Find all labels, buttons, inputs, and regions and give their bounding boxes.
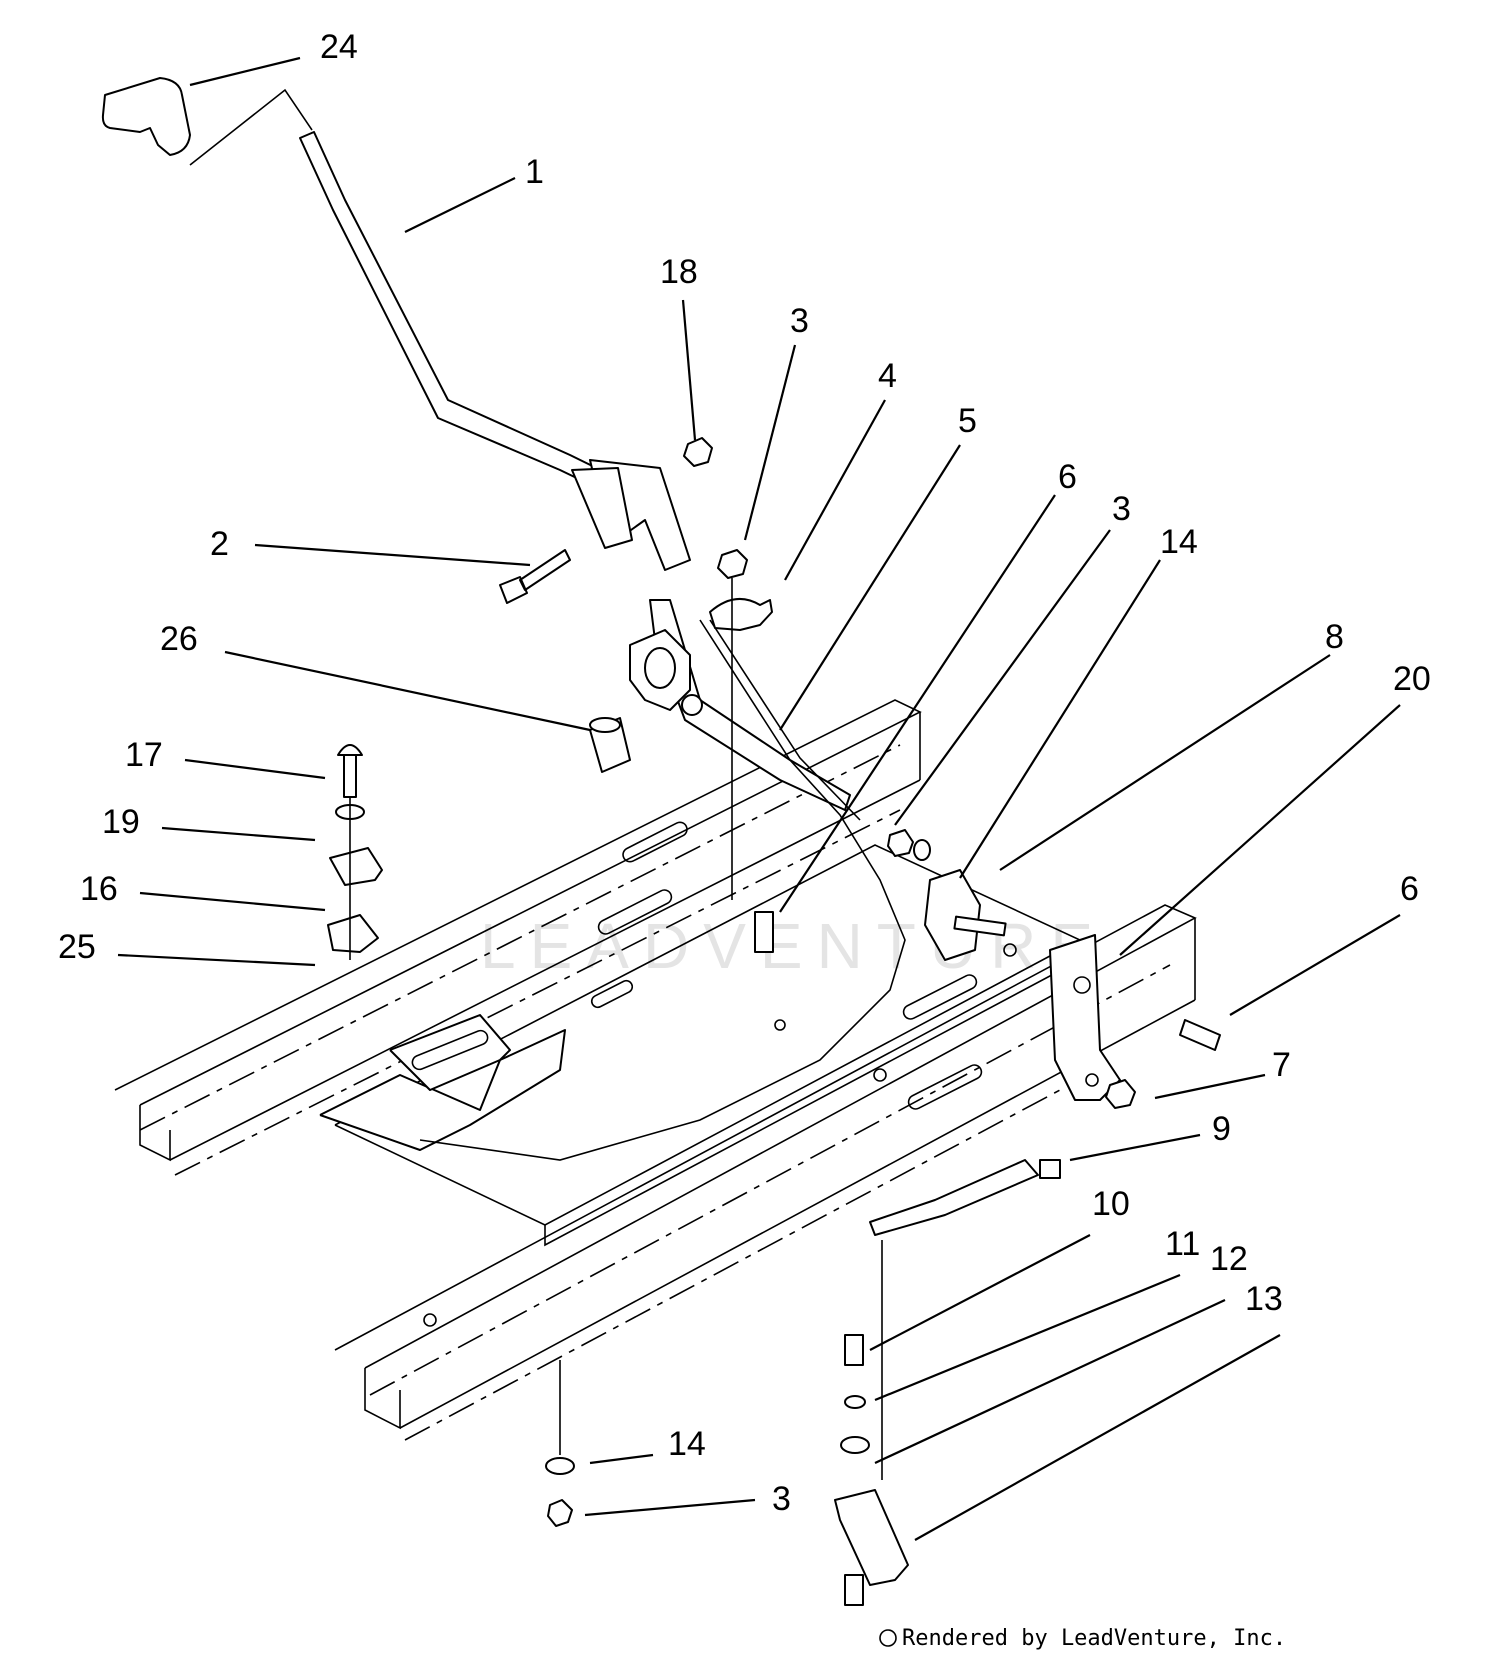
bolt-2 (499, 549, 571, 604)
nut-3-top (717, 549, 748, 579)
callout-5: 5 (958, 402, 977, 440)
callout-19: 19 (102, 803, 140, 841)
callout-9: 9 (1212, 1110, 1231, 1148)
shift-knob (101, 77, 191, 156)
callout-24: 24 (320, 28, 358, 66)
lever-rod (299, 131, 626, 496)
frame-assembly (114, 699, 1197, 1441)
right-bracket-hardware (754, 829, 1221, 1109)
callout-14-top: 14 (1160, 523, 1198, 561)
callout-26: 26 (160, 620, 198, 658)
leader-lines (117, 56, 1401, 1541)
callout-11: 11 (1165, 1225, 1200, 1263)
callout-4: 4 (878, 357, 897, 395)
cable-clamp (709, 597, 773, 631)
callout-17: 17 (125, 736, 163, 774)
callout-13: 13 (1245, 1280, 1283, 1318)
callout-12: 12 (1210, 1240, 1248, 1278)
callout-6-top: 6 (1058, 458, 1077, 496)
watermark: LEADVENTURE (480, 910, 1107, 982)
callout-1: 1 (525, 153, 544, 191)
callout-2: 2 (210, 525, 229, 563)
callout-labels: 24 1 2 18 3 4 5 6 3 14 8 20 6 7 9 10 11 … (58, 28, 1431, 1518)
callout-6-right: 6 (1400, 870, 1419, 908)
lower-linkage (545, 1159, 1061, 1606)
pivot-bearing (589, 629, 703, 773)
callout-7: 7 (1272, 1046, 1291, 1084)
callout-18: 18 (660, 253, 698, 291)
callout-14-bottom: 14 (668, 1425, 706, 1463)
callout-3-mid: 3 (1112, 490, 1131, 528)
callout-20: 20 (1393, 660, 1431, 698)
callout-10: 10 (1092, 1185, 1130, 1223)
credit-line: Rendered by LeadVenture, Inc. (879, 1626, 1286, 1651)
lever-assembly (101, 77, 906, 1161)
nut-18 (683, 437, 713, 467)
credit-text: Rendered by LeadVenture, Inc. (902, 1626, 1286, 1651)
callout-3-bottom: 3 (772, 1480, 791, 1518)
callout-16: 16 (80, 870, 118, 908)
left-hardware-stack (327, 744, 383, 960)
copyright-icon (879, 1629, 897, 1647)
callout-25: 25 (58, 928, 96, 966)
callout-3-top: 3 (790, 302, 809, 340)
callout-8: 8 (1325, 618, 1344, 656)
